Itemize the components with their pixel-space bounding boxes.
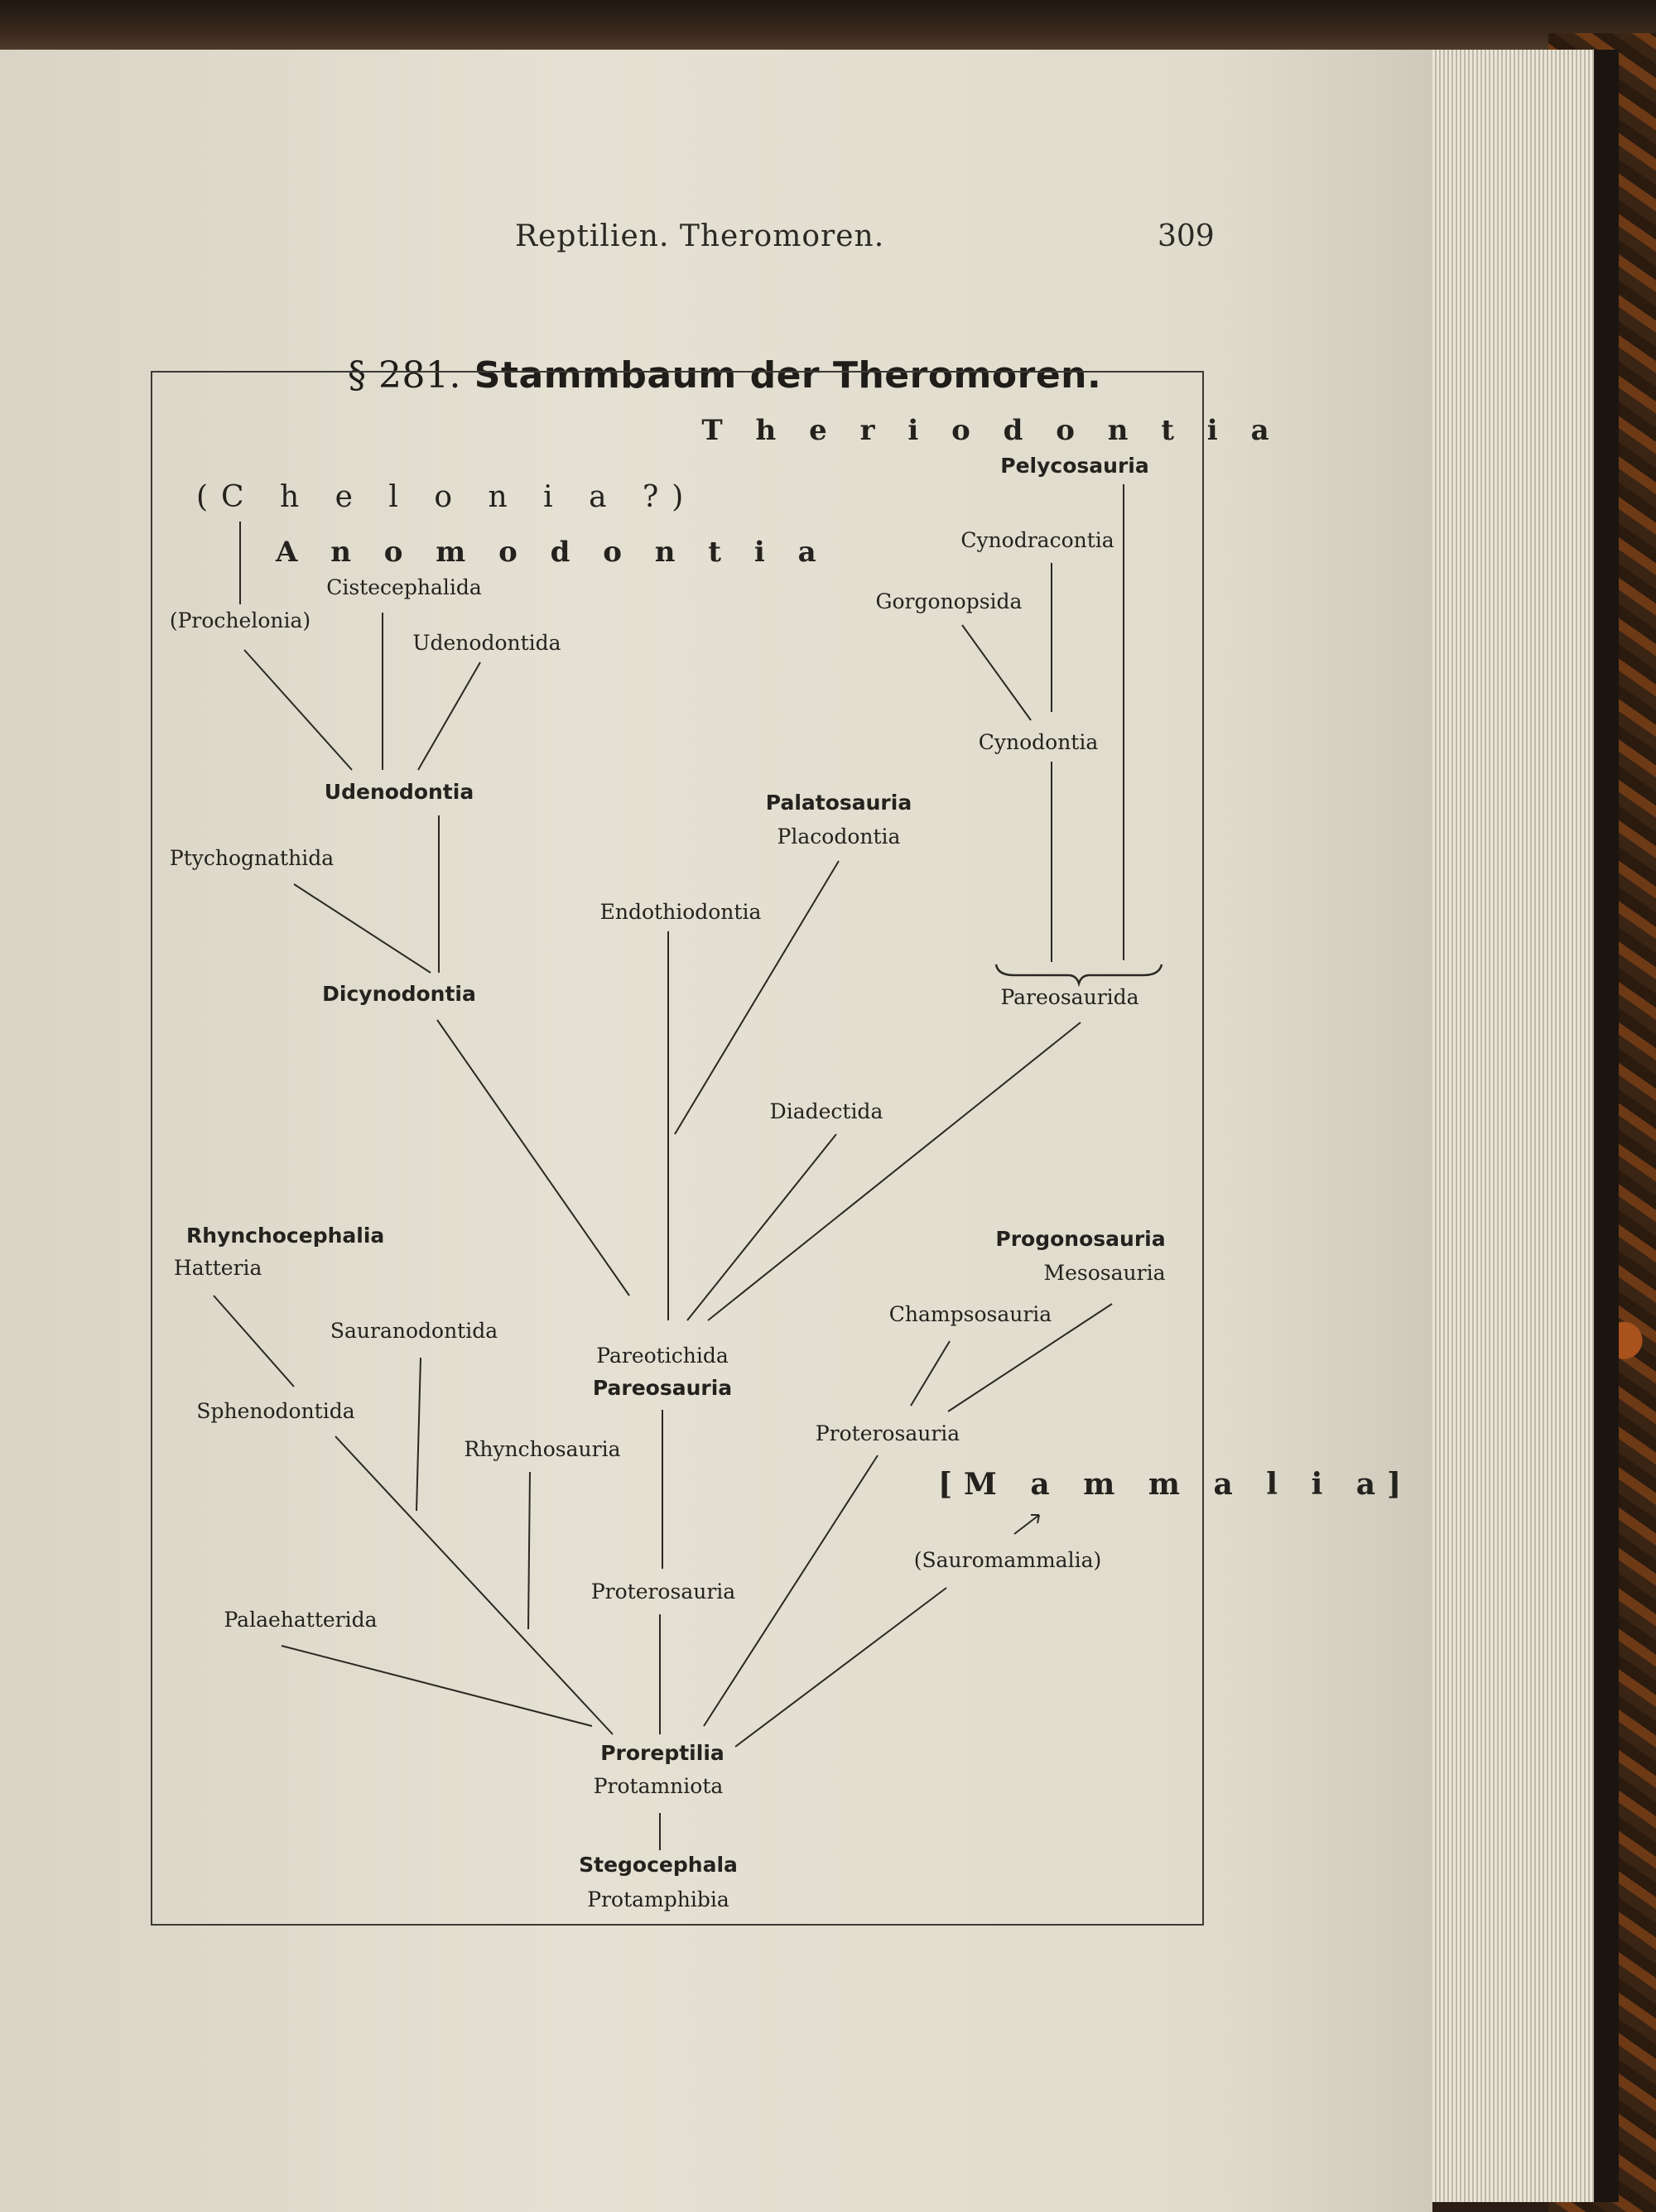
label-anomodontia: A n o m o d o n t i a bbox=[276, 536, 828, 569]
label-rhynchocephalia: Rhynchocephalia bbox=[186, 1224, 385, 1248]
connector bbox=[335, 1435, 614, 1735]
label-protamniota: Protamniota bbox=[593, 1774, 724, 1798]
connector bbox=[436, 1019, 630, 1296]
connector bbox=[416, 1357, 421, 1512]
label-ptychognathida: Ptychognathida bbox=[169, 846, 335, 870]
label-prochelonia: (Prochelonia) bbox=[169, 608, 311, 632]
label-progonosauria: Progonosauria bbox=[995, 1227, 1166, 1251]
label-proterosauria-center: Proterosauria bbox=[590, 1580, 736, 1604]
label-sauranodontida: Sauranodontida bbox=[330, 1319, 498, 1343]
connector bbox=[527, 1471, 531, 1630]
label-cynodracontia: Cynodracontia bbox=[960, 528, 1114, 552]
label-endothiodontia: Endothiodontia bbox=[599, 900, 762, 924]
grouping-brace bbox=[994, 964, 1163, 988]
connector bbox=[707, 1022, 1081, 1321]
label-pelycosauria: Pelycosauria bbox=[1000, 454, 1149, 478]
connector bbox=[243, 649, 353, 771]
label-pareosauria: Pareosauria bbox=[592, 1376, 733, 1400]
label-pareotichida: Pareotichida bbox=[596, 1344, 729, 1368]
section-heading: § 281. Stammbaum der Theromoren. bbox=[348, 354, 1101, 397]
connector bbox=[281, 1645, 593, 1727]
label-gorgonopsida: Gorgonopsida bbox=[875, 589, 1023, 613]
label-palaehatterida: Palaehatterida bbox=[224, 1608, 378, 1632]
label-sauromammalia: (Sauromammalia) bbox=[913, 1548, 1102, 1572]
connector bbox=[947, 1303, 1113, 1412]
label-theriodontia: T h e r i o d o n t i a bbox=[701, 414, 1281, 447]
book-binding-top bbox=[0, 0, 1656, 58]
connector bbox=[1013, 1514, 1040, 1535]
header-title: Reptilien. Theromoren. bbox=[515, 219, 885, 253]
connector bbox=[686, 1133, 837, 1321]
label-protamphibia: Protamphibia bbox=[587, 1887, 729, 1911]
label-proterosauria-right: Proterosauria bbox=[815, 1421, 960, 1445]
connector bbox=[910, 1340, 951, 1407]
label-palatosauria: Palatosauria bbox=[765, 791, 912, 815]
connector bbox=[417, 661, 481, 771]
label-proreptilia: Proreptilia bbox=[600, 1741, 724, 1765]
connector bbox=[213, 1295, 295, 1387]
label-stegocephala: Stegocephala bbox=[579, 1853, 738, 1877]
label-diadectida: Diadectida bbox=[769, 1099, 883, 1123]
page-number: 309 bbox=[1158, 219, 1215, 253]
label-sphenodontida: Sphenodontida bbox=[196, 1399, 355, 1423]
connector bbox=[293, 883, 431, 974]
connector bbox=[674, 860, 840, 1135]
page-block-edge bbox=[1431, 50, 1598, 2202]
label-cistecephalida: Cistecephalida bbox=[326, 575, 482, 599]
label-champsosauria: Champsosauria bbox=[888, 1302, 1052, 1326]
connector bbox=[1037, 1514, 1040, 1524]
connector bbox=[961, 624, 1032, 721]
section-number: § 281. bbox=[348, 354, 461, 397]
running-header: Reptilien. Theromoren. 309 bbox=[0, 219, 1432, 261]
label-rhynchosauria: Rhynchosauria bbox=[464, 1437, 621, 1461]
label-cynodontia: Cynodontia bbox=[978, 730, 1099, 754]
label-pareosaurida: Pareosaurida bbox=[1000, 985, 1139, 1009]
section-title: Stammbaum der Theromoren. bbox=[474, 354, 1102, 397]
label-dicynodontia: Dicynodontia bbox=[322, 982, 476, 1006]
diagram-frame bbox=[151, 371, 1204, 1926]
label-udenodontia: Udenodontia bbox=[324, 780, 474, 804]
label-chelonia: (C h e l o n i a ?) bbox=[196, 480, 697, 514]
connector bbox=[703, 1455, 879, 1727]
label-mesosauria: Mesosauria bbox=[1043, 1261, 1166, 1285]
label-placodontia: Placodontia bbox=[777, 825, 901, 849]
label-mammalia: [M a m m a l i a] bbox=[938, 1467, 1413, 1502]
cover-shadow bbox=[1594, 50, 1619, 2202]
label-udenodontida: Udenodontida bbox=[412, 631, 561, 655]
book-page: Reptilien. Theromoren. 309 § 281. Stammb… bbox=[0, 50, 1432, 2212]
connector bbox=[734, 1587, 947, 1748]
label-hatteria: Hatteria bbox=[174, 1256, 262, 1280]
